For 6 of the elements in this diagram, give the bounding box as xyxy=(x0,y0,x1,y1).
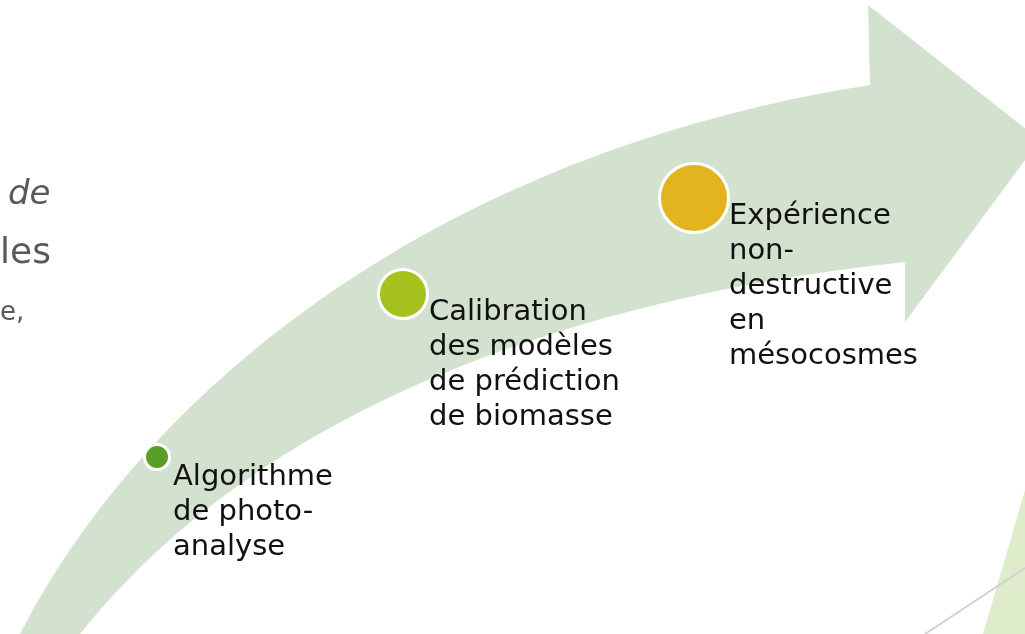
partial-text: e, xyxy=(0,296,25,326)
partial-text: les xyxy=(0,230,51,271)
partial-text: de xyxy=(8,172,51,212)
step-label: Algorithme de photo-analyse xyxy=(173,458,334,563)
step-label: Expérience non-destructive en mésocosmes xyxy=(729,197,919,372)
step-label: Calibration des modèles de prédiction de biomasse xyxy=(429,293,621,433)
